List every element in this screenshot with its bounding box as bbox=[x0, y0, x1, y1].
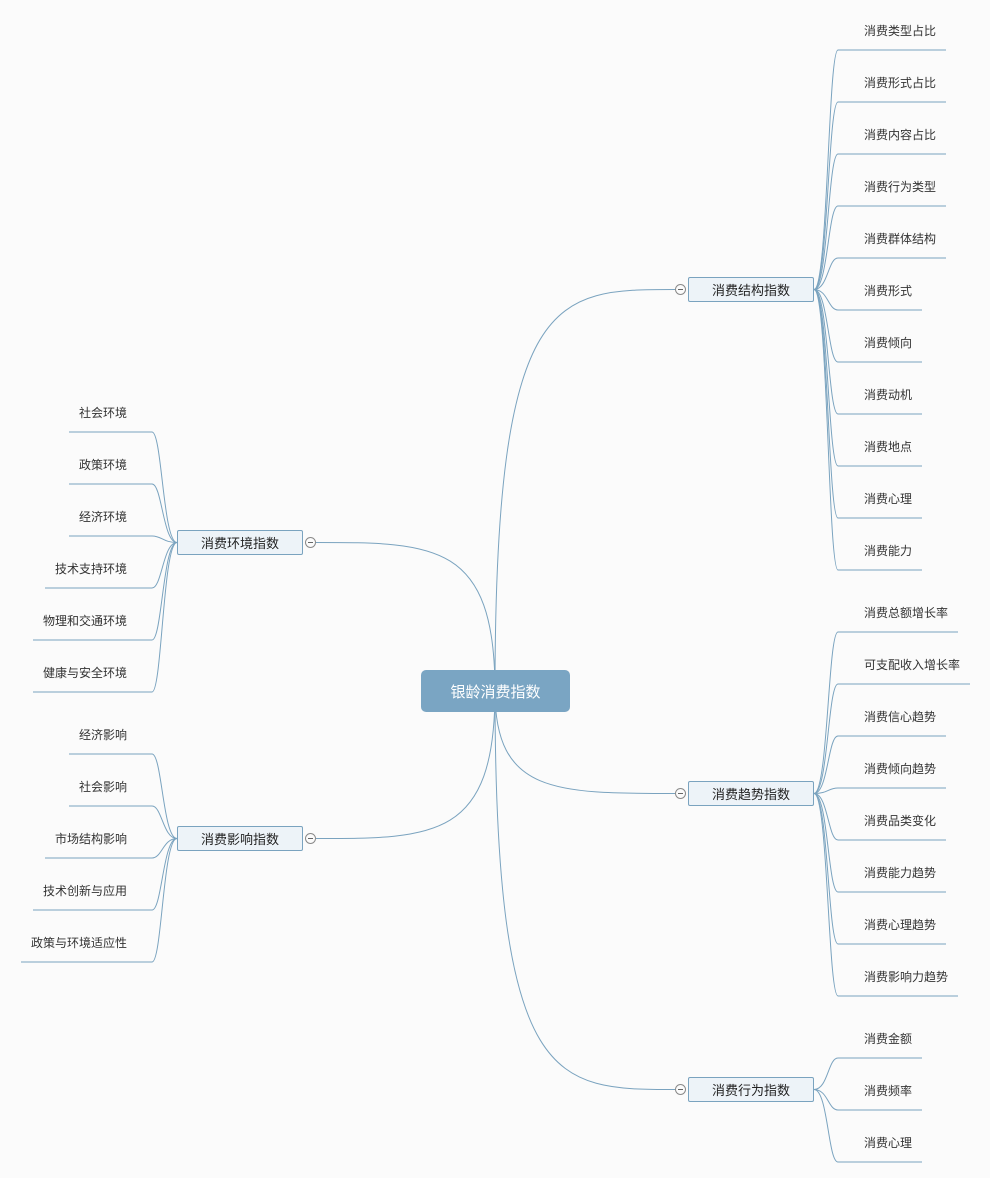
link-root-structure bbox=[494, 289, 676, 692]
collapse-toggle-icon[interactable] bbox=[305, 537, 316, 548]
link-environment-3 bbox=[151, 542, 178, 589]
link-trend-1 bbox=[813, 683, 839, 794]
leaf-structure-6[interactable]: 消费倾向 bbox=[864, 336, 913, 350]
branch-behavior[interactable]: 消费行为指数 bbox=[688, 1077, 814, 1102]
leaf-impact-3[interactable]: 技术创新与应用 bbox=[42, 884, 127, 898]
link-trend-6 bbox=[813, 793, 839, 945]
link-environment-4 bbox=[151, 542, 178, 641]
link-trend-4 bbox=[813, 793, 839, 841]
leaf-trend-2[interactable]: 消费信心趋势 bbox=[864, 710, 937, 724]
leaf-impact-0[interactable]: 经济影响 bbox=[78, 728, 127, 742]
link-trend-7 bbox=[813, 793, 839, 997]
leaf-environment-2[interactable]: 经济环境 bbox=[78, 510, 127, 524]
link-root-environment bbox=[315, 542, 496, 692]
leaf-trend-3[interactable]: 消费倾向趋势 bbox=[864, 762, 937, 776]
leaf-environment-1[interactable]: 政策环境 bbox=[78, 458, 127, 472]
branch-impact[interactable]: 消费影响指数 bbox=[177, 826, 303, 851]
leaf-structure-5[interactable]: 消费形式 bbox=[864, 284, 913, 298]
link-impact-2 bbox=[151, 838, 178, 859]
link-structure-3 bbox=[813, 205, 839, 290]
link-trend-3 bbox=[813, 787, 839, 794]
link-behavior-0 bbox=[813, 1057, 839, 1090]
branch-trend[interactable]: 消费趋势指数 bbox=[688, 781, 814, 806]
branch-structure[interactable]: 消费结构指数 bbox=[688, 277, 814, 302]
link-behavior-1 bbox=[813, 1089, 839, 1111]
link-root-behavior bbox=[494, 690, 676, 1090]
leaf-trend-0[interactable]: 消费总额增长率 bbox=[864, 606, 949, 620]
link-environment-2 bbox=[151, 535, 178, 543]
link-structure-6 bbox=[813, 289, 839, 363]
leaf-impact-1[interactable]: 社会影响 bbox=[78, 780, 127, 794]
link-structure-8 bbox=[813, 289, 839, 467]
leaf-trend-1[interactable]: 可支配收入增长率 bbox=[864, 658, 961, 672]
leaf-structure-4[interactable]: 消费群体结构 bbox=[864, 232, 937, 246]
root-node[interactable]: 银龄消费指数 bbox=[421, 670, 570, 712]
collapse-toggle-icon[interactable] bbox=[675, 284, 686, 295]
leaf-impact-2[interactable]: 市场结构影响 bbox=[54, 832, 127, 846]
link-structure-5 bbox=[813, 289, 839, 311]
link-structure-2 bbox=[813, 153, 839, 290]
link-structure-4 bbox=[813, 257, 839, 290]
collapse-toggle-icon[interactable] bbox=[675, 1084, 686, 1095]
leaf-trend-4[interactable]: 消费品类变化 bbox=[864, 814, 937, 828]
leaf-structure-0[interactable]: 消费类型占比 bbox=[864, 24, 937, 38]
leaf-behavior-1[interactable]: 消费频率 bbox=[864, 1084, 913, 1098]
link-impact-4 bbox=[151, 838, 178, 963]
link-impact-1 bbox=[151, 805, 178, 839]
link-structure-7 bbox=[813, 289, 839, 415]
leaf-trend-6[interactable]: 消费心理趋势 bbox=[864, 918, 937, 932]
leaf-environment-5[interactable]: 健康与安全环境 bbox=[42, 666, 127, 680]
link-structure-0 bbox=[813, 49, 839, 290]
leaf-structure-8[interactable]: 消费地点 bbox=[864, 440, 913, 454]
leaf-environment-3[interactable]: 技术支持环境 bbox=[54, 562, 127, 576]
link-trend-0 bbox=[813, 631, 839, 794]
link-structure-10 bbox=[813, 289, 839, 571]
link-structure-1 bbox=[813, 101, 839, 290]
leaf-structure-1[interactable]: 消费形式占比 bbox=[864, 76, 937, 90]
leaf-trend-5[interactable]: 消费能力趋势 bbox=[864, 866, 937, 880]
link-environment-1 bbox=[151, 483, 178, 543]
leaf-impact-4[interactable]: 政策与环境适应性 bbox=[30, 936, 127, 950]
leaf-behavior-0[interactable]: 消费金额 bbox=[864, 1032, 913, 1046]
link-root-impact bbox=[315, 690, 496, 839]
link-root-trend bbox=[494, 690, 676, 794]
leaf-structure-9[interactable]: 消费心理 bbox=[864, 492, 913, 506]
leaf-structure-2[interactable]: 消费内容占比 bbox=[864, 128, 937, 142]
leaf-environment-4[interactable]: 物理和交通环境 bbox=[42, 614, 127, 628]
link-environment-5 bbox=[151, 542, 178, 693]
branch-environment[interactable]: 消费环境指数 bbox=[177, 530, 303, 555]
link-behavior-2 bbox=[813, 1089, 839, 1163]
leaf-behavior-2[interactable]: 消费心理 bbox=[864, 1136, 913, 1150]
leaf-trend-7[interactable]: 消费影响力趋势 bbox=[864, 970, 949, 984]
leaf-structure-10[interactable]: 消费能力 bbox=[864, 544, 913, 558]
collapse-toggle-icon[interactable] bbox=[305, 833, 316, 844]
leaf-environment-0[interactable]: 社会环境 bbox=[78, 406, 127, 420]
link-structure-9 bbox=[813, 289, 839, 519]
leaf-structure-7[interactable]: 消费动机 bbox=[864, 388, 913, 402]
link-environment-0 bbox=[151, 431, 178, 543]
link-trend-5 bbox=[813, 793, 839, 893]
leaf-structure-3[interactable]: 消费行为类型 bbox=[864, 180, 937, 194]
link-trend-2 bbox=[813, 735, 839, 794]
collapse-toggle-icon[interactable] bbox=[675, 788, 686, 799]
link-impact-3 bbox=[151, 838, 178, 911]
link-impact-0 bbox=[151, 753, 178, 839]
